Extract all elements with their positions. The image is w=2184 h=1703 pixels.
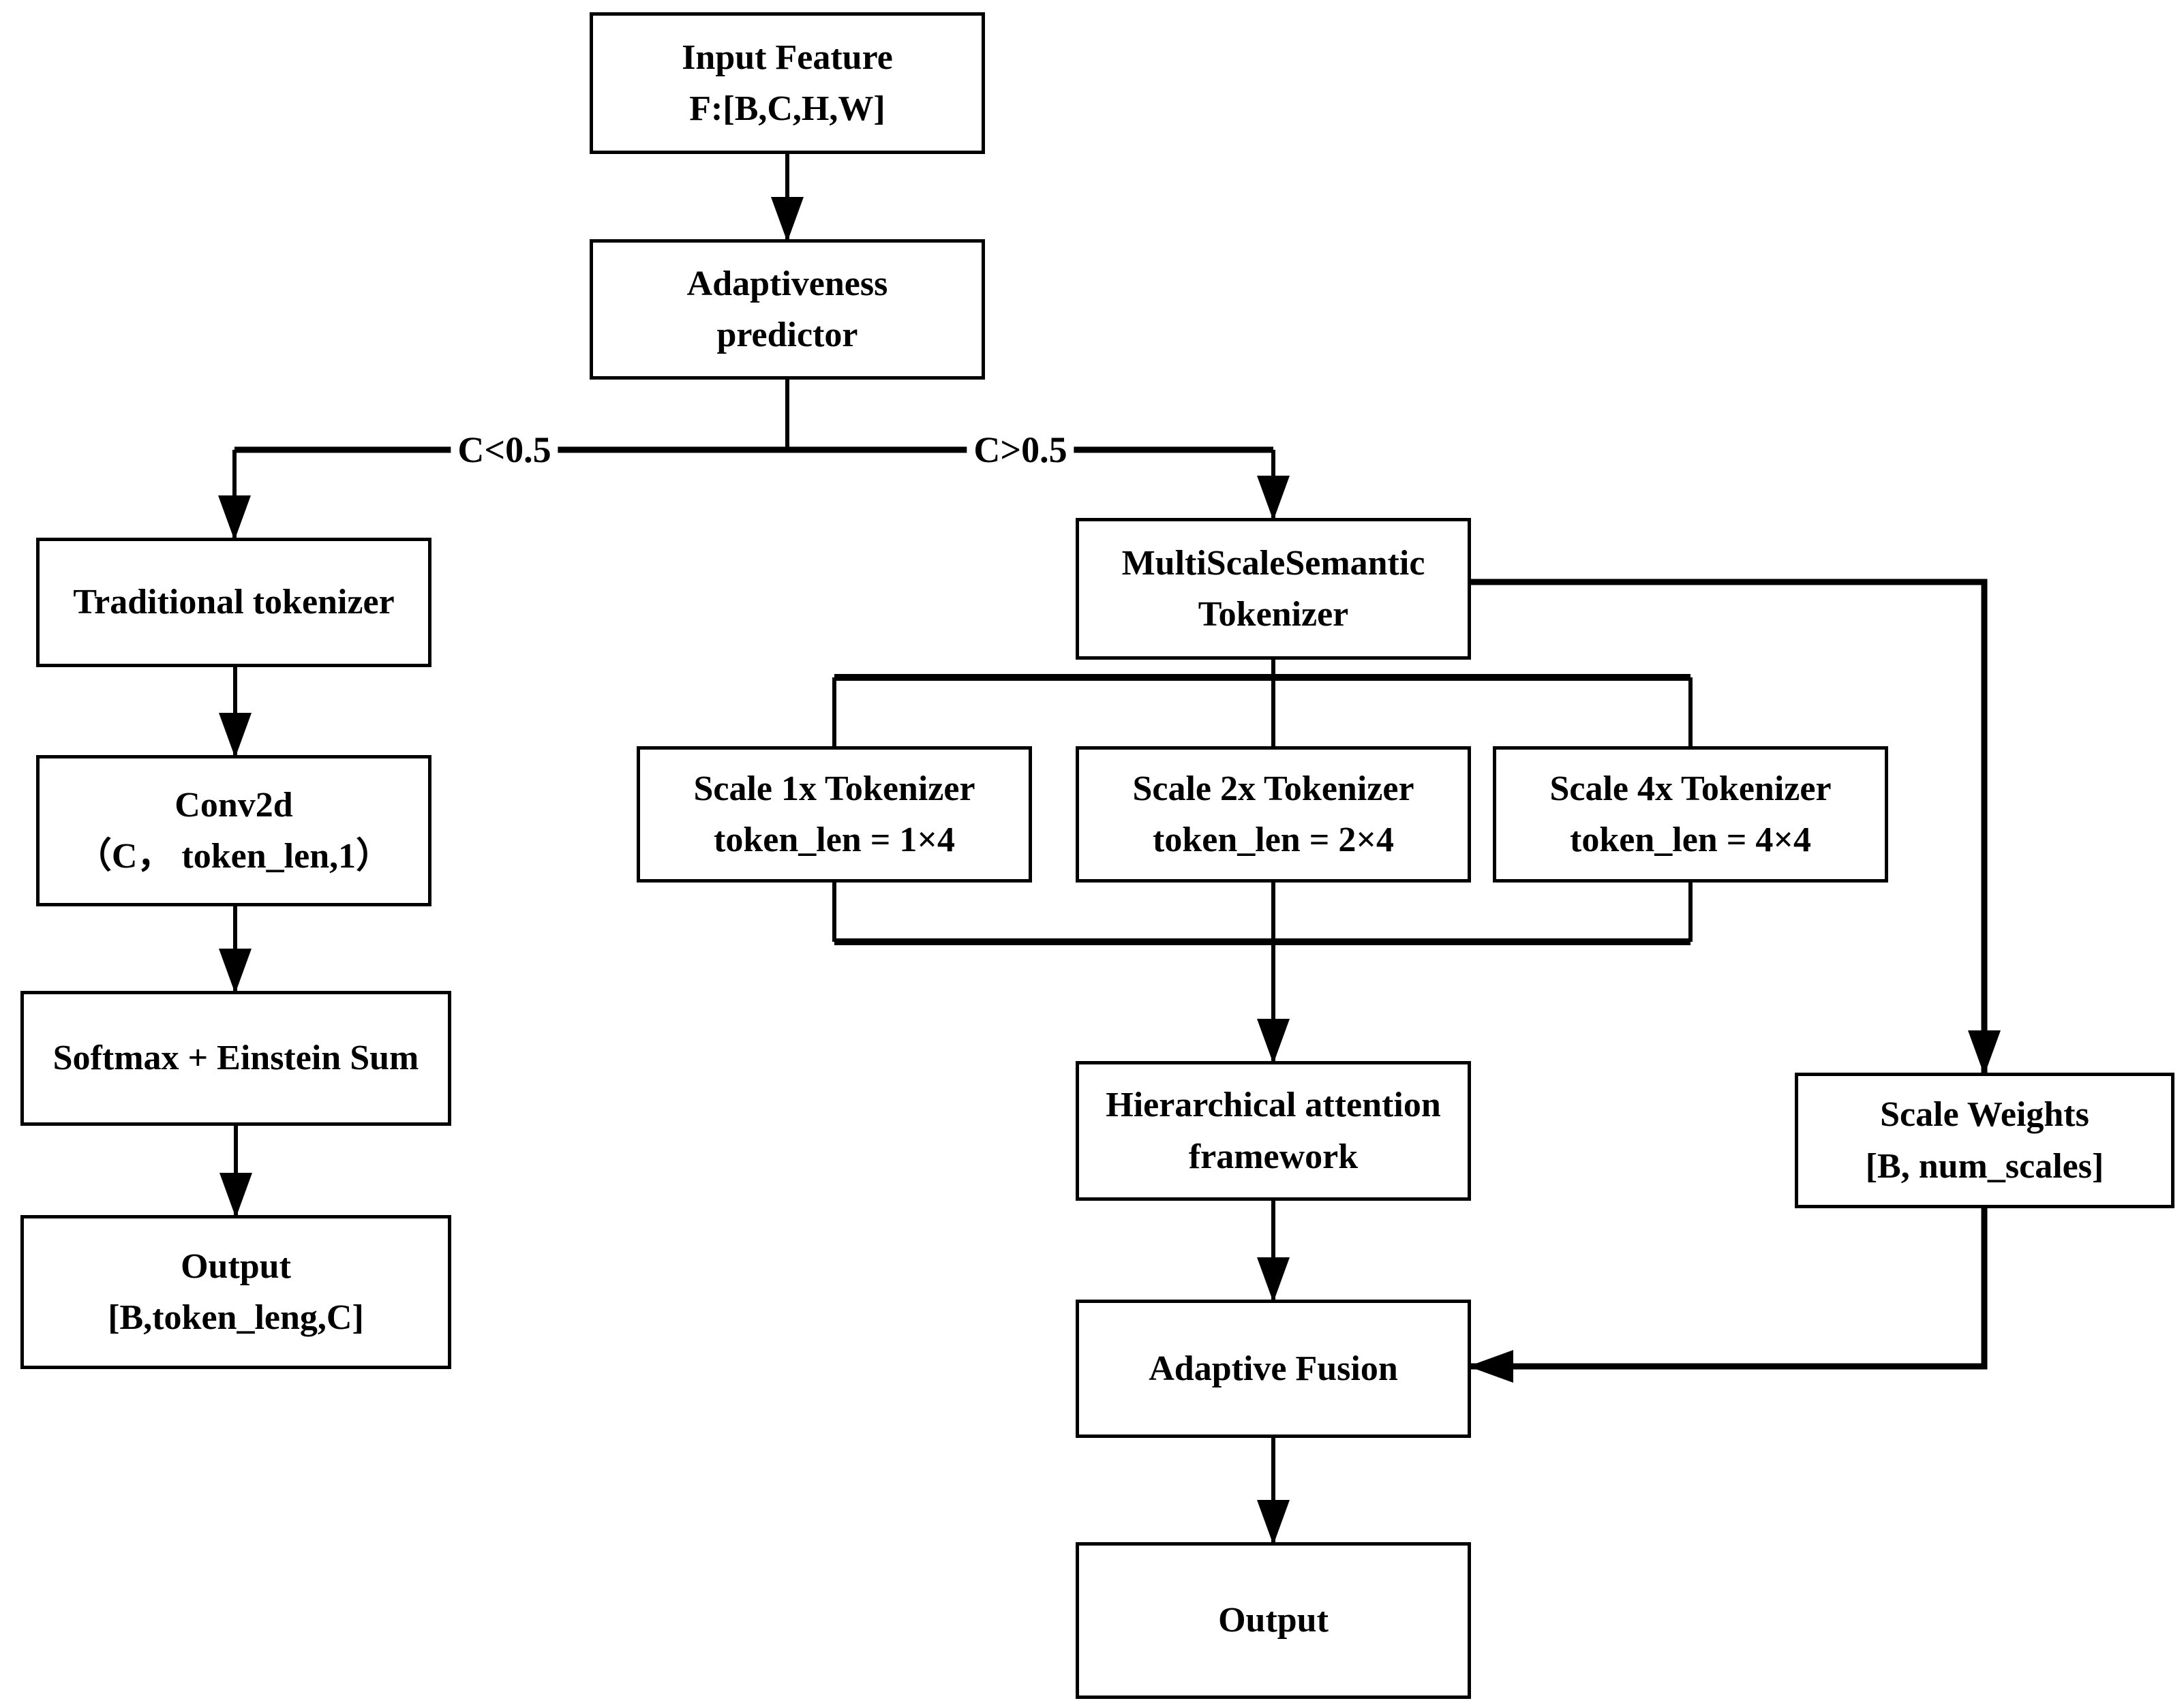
node-scale-4x-tokenizer-text-0: Scale 4x Tokenizer [1549,769,1832,808]
node-adaptiveness-predictor: Adaptiveness predictor [590,239,985,380]
node-hierarchical-attention-framework-text-0: Hierarchical attention [1106,1086,1441,1125]
node-output-left: Output [B,token_leng,C] [20,1215,451,1369]
node-softmax-einstein-sum-text-0: Softmax + Einstein Sum [52,1039,419,1078]
edge-label-condition-greater: C>0.5 [967,431,1074,468]
node-scale-1x-tokenizer-text-0: Scale 1x Tokenizer [693,769,975,808]
node-multiscale-semantic-tokenizer-text-1: Tokenizer [1198,595,1349,634]
node-output-right-text-0: Output [1218,1601,1329,1640]
node-adaptive-fusion-text-0: Adaptive Fusion [1149,1349,1398,1388]
connector-group [218,154,2001,1545]
node-scale-4x-tokenizer-text-1: token_len = 4×4 [1570,820,1811,859]
node-input-feature-text-1: F:[B,C,H,W] [689,89,885,128]
node-scale-weights-text-0: Scale Weights [1880,1095,2089,1135]
edge-label-condition-less: C<0.5 [451,431,558,468]
node-conv2d: Conv2d （C， token_len,1） [36,755,431,906]
node-scale-4x-tokenizer: Scale 4x Tokenizer token_len = 4×4 [1493,746,1888,883]
node-scale-2x-tokenizer-text-1: token_len = 2×4 [1153,820,1394,859]
node-conv2d-text-0: Conv2d [175,785,293,825]
node-scale-1x-tokenizer-text-1: token_len = 1×4 [714,820,955,859]
node-adaptiveness-predictor-text-1: predictor [716,316,858,354]
node-adaptiveness-predictor-text-0: Adaptiveness [686,264,888,303]
node-scale-1x-tokenizer: Scale 1x Tokenizer token_len = 1×4 [637,746,1032,883]
node-scale-weights: Scale Weights [B, num_scales] [1795,1073,2174,1208]
node-scale-2x-tokenizer-text-0: Scale 2x Tokenizer [1132,769,1414,808]
node-input-feature-text-0: Input Feature [682,37,893,77]
node-scale-weights-text-1: [B, num_scales] [1865,1146,2104,1186]
node-softmax-einstein-sum: Softmax + Einstein Sum [20,991,451,1126]
connector-weights-to-fusion [1468,1208,1988,1383]
node-scale-2x-tokenizer: Scale 2x Tokenizer token_len = 2×4 [1076,746,1471,883]
node-hierarchical-attention-framework-text-1: framework [1188,1137,1359,1176]
node-adaptive-fusion: Adaptive Fusion [1076,1300,1471,1438]
node-output-right: Output [1076,1542,1471,1699]
node-multiscale-semantic-tokenizer-text-0: MultiScaleSemantic [1121,543,1425,583]
node-hierarchical-attention-framework: Hierarchical attention framework [1076,1061,1471,1201]
node-output-left-text-1: [B,token_leng,C] [108,1298,364,1337]
node-output-left-text-0: Output [181,1246,291,1286]
connector-multiscale-to-weights [1471,579,2001,1075]
node-traditional-tokenizer: Traditional tokenizer [36,538,431,667]
node-traditional-tokenizer-text-0: Traditional tokenizer [73,583,395,622]
node-conv2d-text-1: （C， token_len,1） [76,837,392,876]
